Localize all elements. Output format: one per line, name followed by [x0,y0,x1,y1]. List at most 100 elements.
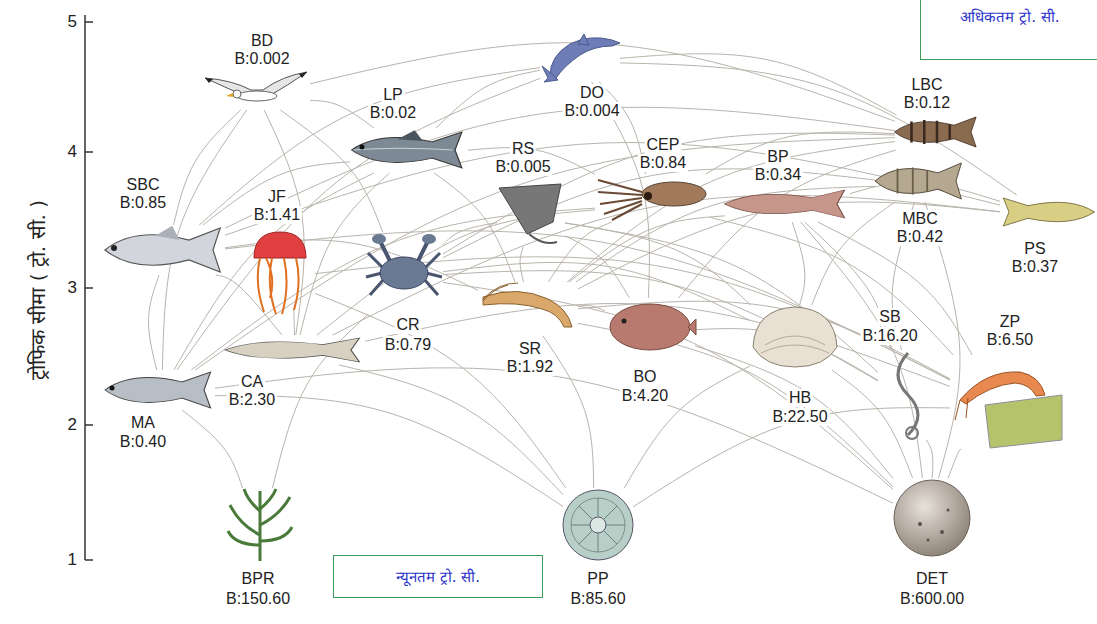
organism-code: DO [578,84,606,102]
food-link [633,408,950,507]
organism-node: JFB:1.41 [240,232,315,317]
tick-label: 2 [68,416,77,435]
organism-node: RSB:0.005 [497,182,565,247]
organism-node: HBB:22.50 [750,305,840,370]
food-link [443,133,895,254]
food-link [443,169,875,258]
detritus-picture [894,480,970,556]
biomass-value: B:0.42 [895,228,945,246]
food-link [195,138,895,370]
food-link [567,142,895,282]
food-link [191,208,595,370]
organism-node: ZPB:6.50 [950,355,1065,450]
tuna-picture [352,130,462,168]
flatfish-picture [610,304,696,350]
food-link [948,449,961,478]
organism-node: BPB:0.34 [725,186,850,222]
food-link [565,223,878,372]
organism-code: CR [394,316,421,334]
fish-picture [105,226,220,272]
biomass-value: B:0.004 [562,102,621,120]
range-box: अधिकतम ट्रो. सी. [920,0,1097,60]
organism-code: BP [765,148,790,166]
biomass-value: B:2.30 [227,391,277,409]
organism-node: CAB:2.30 [225,335,365,365]
biomass-value: B:1.41 [252,206,302,224]
organism-code: SR [517,340,543,358]
organism-code: DET [914,570,950,588]
tick-label: 4 [68,143,77,162]
organism-code: BPR [240,570,277,588]
food-link [339,365,563,495]
organism-node: MBCB:0.42 [875,160,965,202]
organism-node: BDB:0.002 [205,72,310,110]
bird-picture [205,72,307,101]
organism-code: LP [381,86,405,104]
food-link [620,54,896,115]
organism-code: RS [510,140,536,158]
biomass-value: B:0.005 [493,158,552,176]
organism-code: CEP [645,136,682,154]
worm-picture [898,353,918,439]
biomass-value: B:6.50 [985,331,1035,349]
food-link [293,308,295,335]
food-link [317,210,595,335]
range-label: न्यूनतम ट्रो. सी. [394,568,482,586]
biomass-value: B:0.37 [1010,258,1060,276]
food-link [215,368,893,503]
food-link [215,396,563,507]
axis-title: ट्रोफिक सीमा ( ट्रो. सी. ) [27,200,49,380]
food-link [578,305,605,310]
organism-code: ZP [998,313,1022,331]
food-link [174,173,374,370]
biomass-value: B:600.00 [898,590,966,608]
food-link [199,68,540,225]
food-link [300,173,389,335]
organism-node: BPRB:150.60 [225,488,295,563]
organism-code: MA [129,414,157,432]
tick-label: 3 [68,279,77,298]
fish-picture [725,190,845,218]
food-link [927,440,933,478]
food-link [578,323,893,486]
food-link [443,282,893,489]
organism-node: LPB:0.02 [350,128,468,173]
tick-label: 1 [68,551,77,570]
clam-picture [753,307,837,367]
grouper-picture [895,117,977,147]
food-link [148,275,159,370]
food-link [174,110,241,225]
biomass-value: B:85.60 [568,590,627,608]
biomass-value: B:0.79 [383,336,433,354]
biomass-value: B:0.84 [638,154,688,172]
biomass-value: B:0.85 [118,194,168,212]
biomass-value: B:0.34 [753,166,803,184]
organism-code: MBC [900,210,940,228]
food-link [812,202,895,305]
biomass-value: B:1.92 [505,358,555,376]
organism-code: PP [585,570,610,588]
food-link [818,222,972,355]
food-link [203,162,350,225]
organism-code: HB [787,389,813,407]
organism-node: SRB:1.92 [478,282,578,336]
organism-code: BD [249,32,275,50]
squid-picture [598,180,706,220]
biomass-value: B:150.60 [224,590,292,608]
dolphin-picture [542,34,620,82]
food-link [225,107,895,228]
organism-node: SBCB:0.85 [105,225,225,275]
organism-node: MAB:0.40 [105,370,215,410]
biomass-value: B:0.40 [118,433,168,451]
organism-code: BO [631,368,658,386]
zooplankton-picture [955,372,1062,448]
shrimp-picture [483,283,572,327]
seaweed-picture [228,489,292,561]
range-box: न्यूनतम ट्रो. सी. [333,555,543,598]
ray-picture [499,184,561,243]
tick-label: 5 [68,13,77,32]
biomass-value: B:16.20 [860,327,919,345]
biomass-value: B:4.20 [620,387,670,405]
food-link [225,142,1000,235]
